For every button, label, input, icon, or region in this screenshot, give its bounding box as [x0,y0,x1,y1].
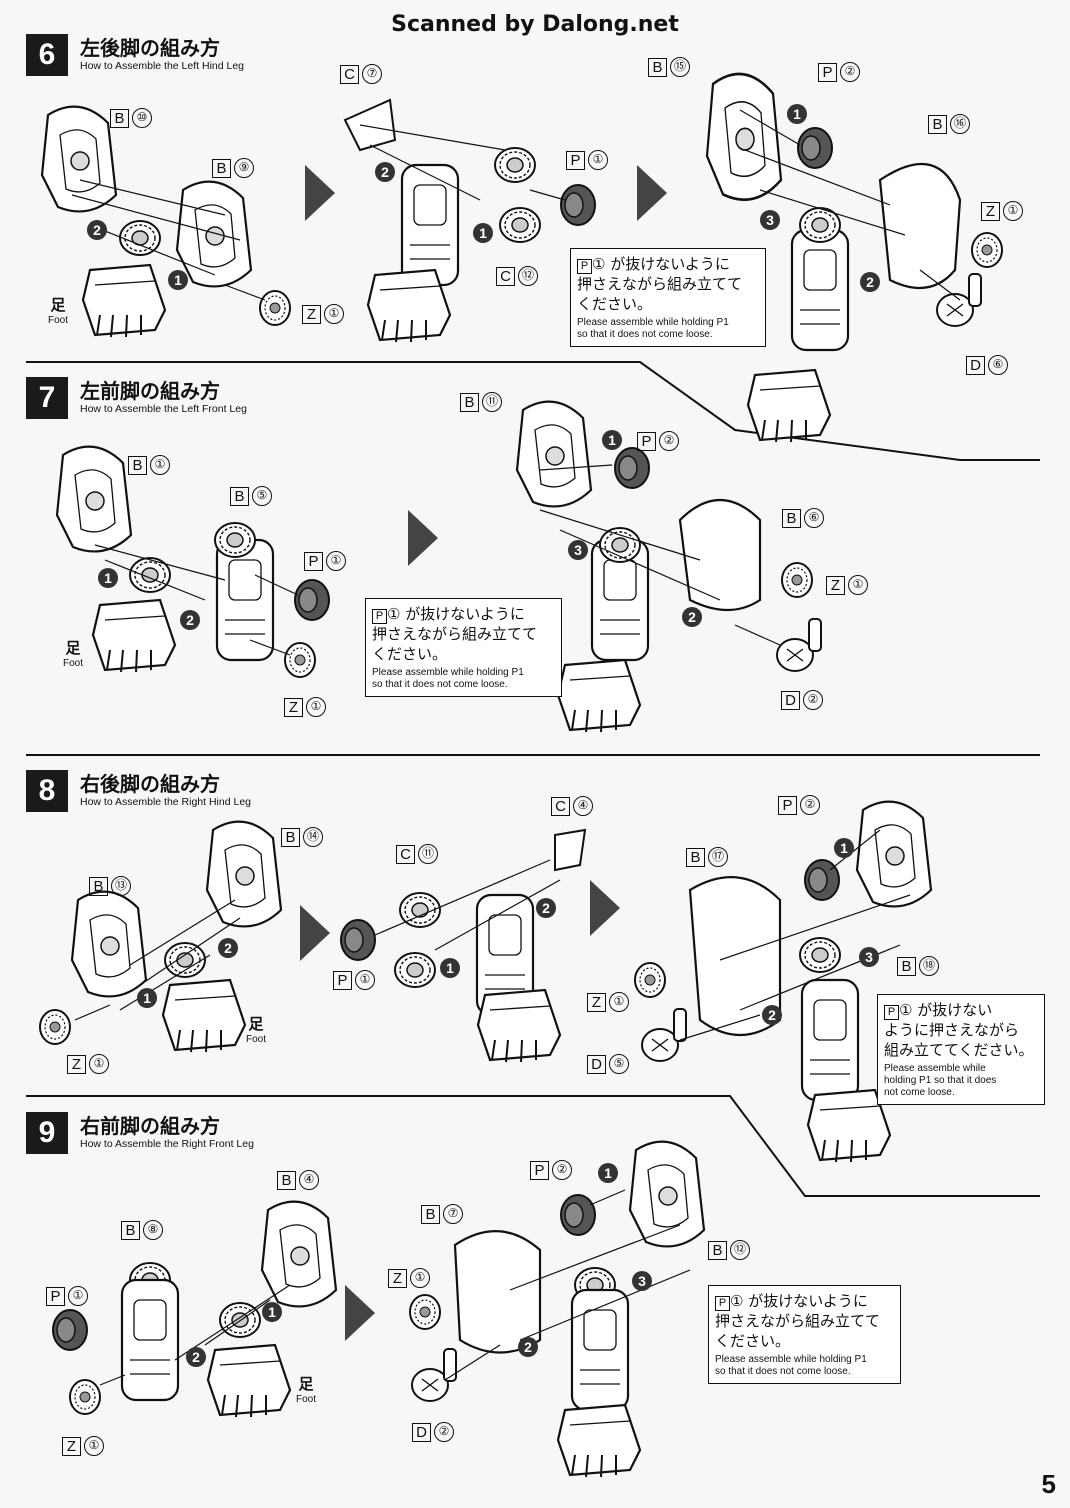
step7-stage2 [515,400,822,734]
step-title-en: How to Assemble the Right Front Leg [80,1138,254,1150]
step-title-en: How to Assemble the Left Hind Leg [80,60,245,72]
step6-stage3 [705,72,1003,444]
step8-stage3 [634,800,933,1164]
step-number: 9 [26,1112,68,1154]
step-number: 8 [26,770,68,812]
page-number: 5 [1041,1469,1056,1499]
step6-stage1 [40,105,291,339]
step9-stage1 [52,1200,338,1419]
step-title-jp: 右前脚の組み方 [80,1114,220,1138]
note-part-p: P [715,1296,730,1311]
divider-step8 [26,1095,1040,1197]
step6-stage2 [343,98,596,344]
step-number: 7 [26,377,68,419]
step-title-en: How to Assemble the Left Front Leg [80,403,247,415]
step-number: 6 [26,34,68,76]
step-title-en: How to Assemble the Right Hind Leg [80,796,252,808]
note-part-p: P [372,609,387,624]
note-part-p: P [884,1005,899,1020]
step8-stage2 [340,828,587,1064]
note-part-p: P [577,259,592,274]
step-title-jp: 左後脚の組み方 [80,36,220,60]
step-title-jp: 右後脚の組み方 [80,772,220,796]
divider-step6 [26,361,1040,461]
watermark: Scanned by Dalong.net [391,12,679,37]
step9-stage2 [409,1140,706,1479]
step7-stage1 [55,445,330,678]
step8-stage1 [39,820,283,1054]
step-title-jp: 左前脚の組み方 [80,379,220,403]
